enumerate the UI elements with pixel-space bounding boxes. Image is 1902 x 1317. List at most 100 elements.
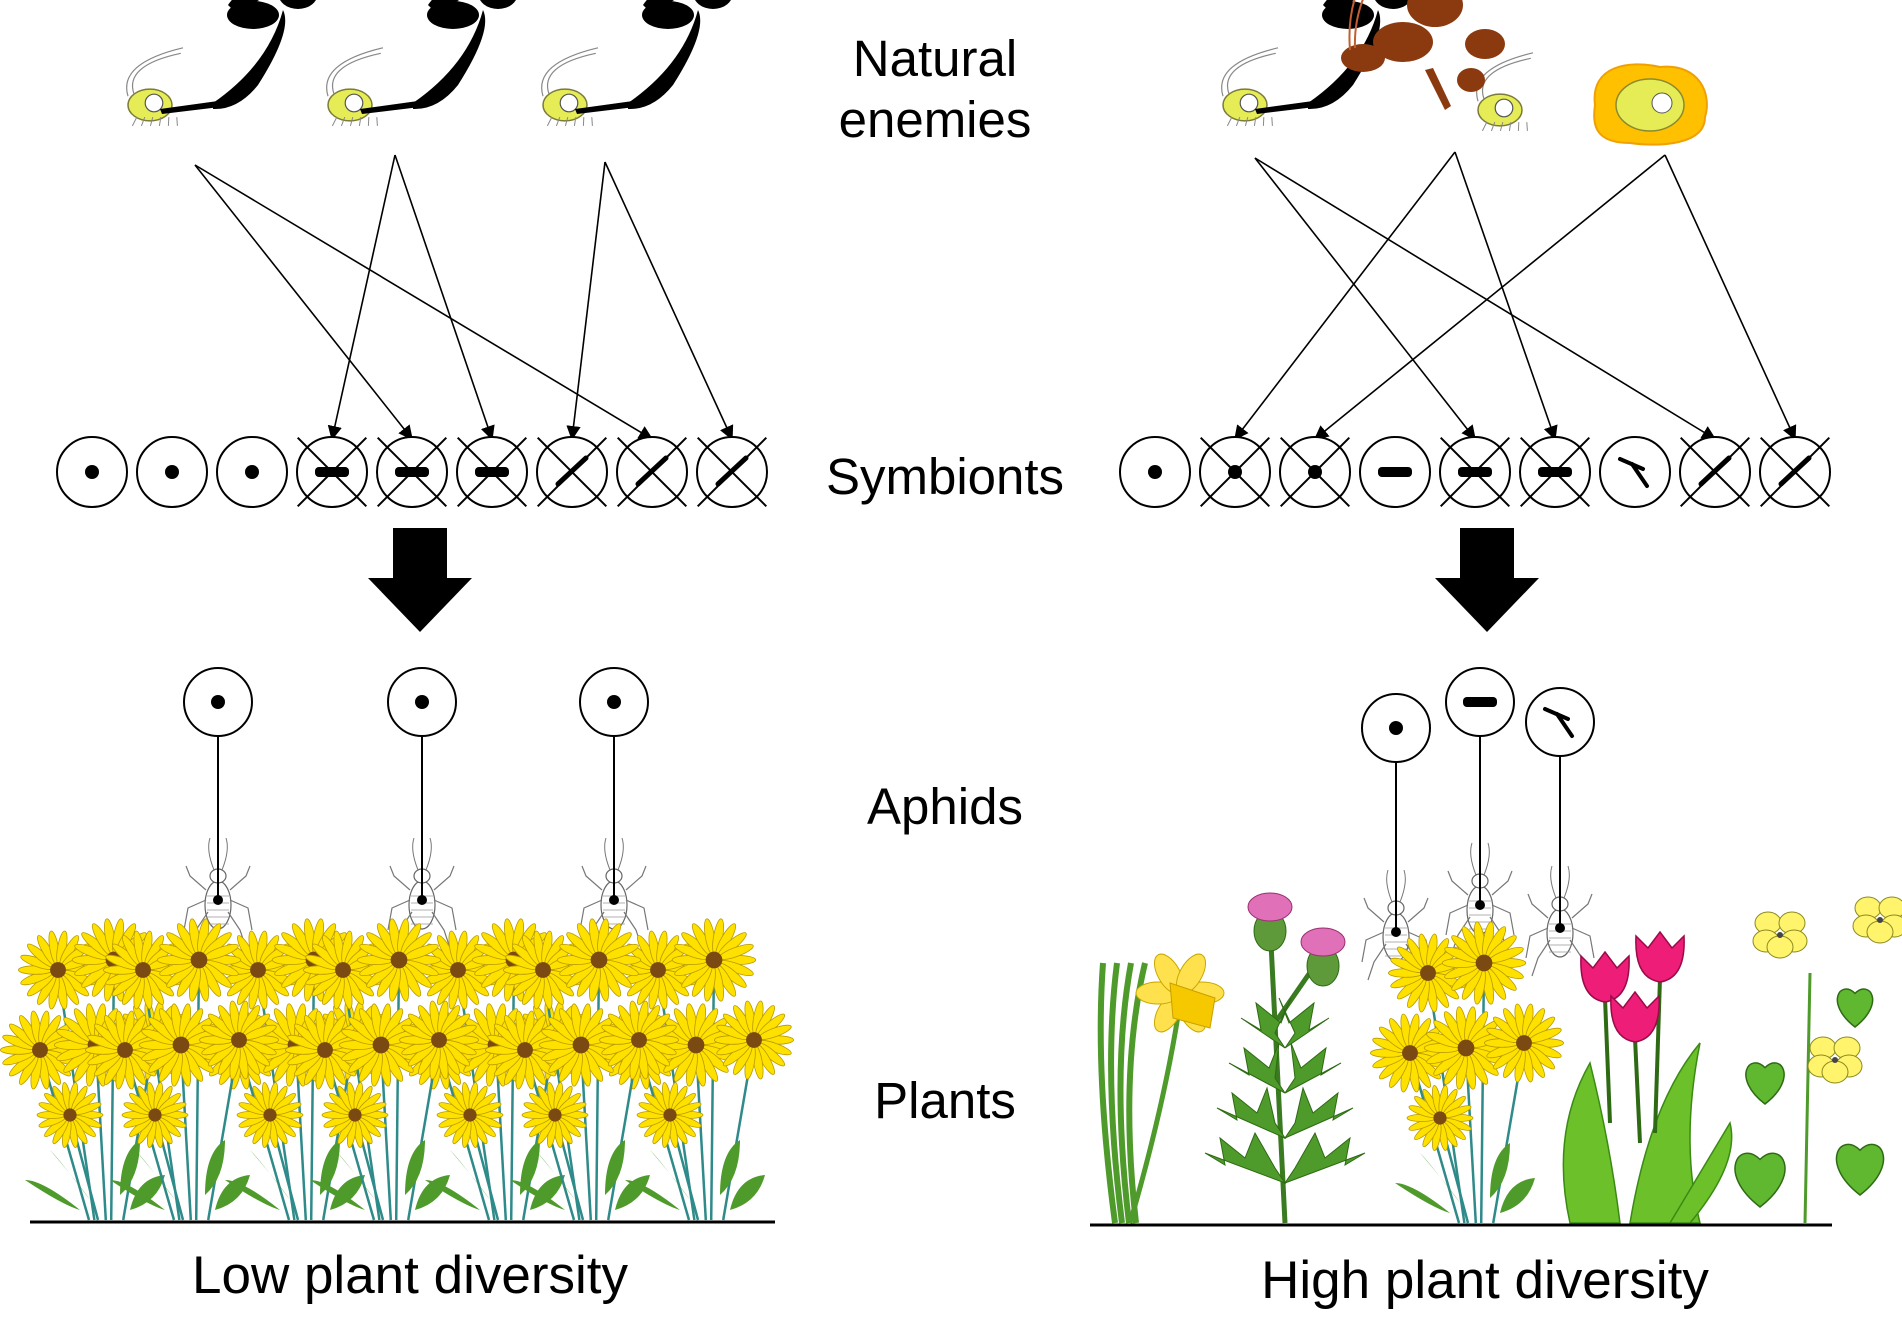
daisy-leaf xyxy=(215,1175,250,1210)
aphid-host-leg xyxy=(131,116,138,127)
aphid-leg xyxy=(1407,897,1429,923)
aphid-leg xyxy=(1571,893,1593,919)
tulip-flower xyxy=(1610,990,1660,1043)
wasp-wing xyxy=(1323,0,1355,15)
high-diversity-symbionts xyxy=(1119,436,1831,508)
daisy-center xyxy=(390,951,408,969)
tulip-stem xyxy=(1603,997,1612,1124)
symbiont-dot xyxy=(1119,436,1191,508)
daisy-center xyxy=(548,1108,562,1122)
high-diversity-aphids xyxy=(1361,667,1595,981)
symbiont-cross xyxy=(536,436,608,508)
aphid-symbiont-circle xyxy=(1525,687,1595,757)
daisy-leaf xyxy=(1500,1178,1535,1213)
daisy-stem xyxy=(109,959,116,1221)
daisy-leaf xyxy=(615,1175,650,1210)
aphid-host-leg xyxy=(1235,116,1241,127)
aphid-host-leg xyxy=(591,117,593,126)
aphid-host-leg xyxy=(1226,116,1233,127)
wasp-wing xyxy=(228,0,260,15)
daisy-leaf xyxy=(510,1180,565,1210)
thistle-flower xyxy=(1247,892,1293,922)
tulip-flower xyxy=(1580,950,1630,1003)
symbiont-dot-mark xyxy=(607,695,621,709)
wasp-wing xyxy=(643,0,675,15)
daisy-center xyxy=(650,962,666,978)
attack-arrow xyxy=(1254,157,1476,441)
aphid-host-leg xyxy=(340,116,346,127)
aphid-antenna xyxy=(412,837,419,871)
daisy-center xyxy=(190,951,208,969)
aphid-host-leg xyxy=(1526,122,1528,131)
attack-arrow xyxy=(1254,157,1717,440)
attack-arrow xyxy=(1664,154,1797,441)
aphid-host-leg xyxy=(376,117,378,126)
aphid-symbiont-anchor xyxy=(609,895,619,905)
aphid-symbiont-anchor xyxy=(417,895,427,905)
daisy-stem xyxy=(709,959,716,1221)
aphid-leg xyxy=(433,865,455,891)
aphid-with-tee-symbiont xyxy=(1525,687,1595,977)
symbiont-dot-mark xyxy=(85,465,99,479)
daisy-leaf xyxy=(605,1140,625,1195)
aphid-host-leg xyxy=(331,116,338,127)
daisy-leaf xyxy=(1490,1143,1510,1198)
violet-petal xyxy=(1821,1060,1849,1084)
natural-enemies-label: Natural enemies xyxy=(805,28,1065,150)
plants-label: Plants xyxy=(874,1072,1016,1129)
natural-enemies xyxy=(126,0,1708,146)
daisy-leaf xyxy=(110,1180,165,1210)
wasp-head xyxy=(280,0,316,9)
attack-arrow xyxy=(194,164,413,441)
daisy-center xyxy=(231,1032,247,1048)
symbiont-circle xyxy=(1599,436,1671,508)
daisy-center xyxy=(572,1036,590,1054)
aphid-leg xyxy=(1527,893,1549,919)
violet-flower xyxy=(1807,1036,1863,1084)
tulip-flower xyxy=(1635,930,1685,983)
tulip-leaf xyxy=(1629,1042,1701,1224)
daisy-stem xyxy=(309,959,316,1221)
violet-leaf xyxy=(1835,1143,1885,1196)
attack-arrow xyxy=(1313,154,1666,440)
daisy-stem xyxy=(194,959,201,1221)
low-diversity-attack-arrows xyxy=(194,154,734,441)
symbiont-dot xyxy=(56,436,128,508)
aphid-symbiont-anchor xyxy=(1391,927,1401,937)
symbiont-slash-killed xyxy=(1679,436,1751,508)
thistle-plant xyxy=(1204,892,1366,1224)
wasp-head xyxy=(1465,29,1505,59)
daisy-center xyxy=(335,962,351,978)
symbiont-dot-mark xyxy=(1148,465,1162,479)
aphid-host-leg xyxy=(1481,121,1488,132)
attack-arrow xyxy=(1454,151,1558,441)
aphid-symbiont-anchor xyxy=(1475,900,1485,910)
wasp-abdomen xyxy=(413,10,486,110)
daisy-center xyxy=(1433,1111,1447,1125)
aphid-host-antenna xyxy=(1476,52,1534,102)
symbiont-cross xyxy=(1519,436,1591,508)
aphid-host-leg xyxy=(1244,116,1249,127)
aphid-antenna xyxy=(604,837,611,871)
violet-petal xyxy=(1766,935,1794,959)
symbiont-cross xyxy=(1679,436,1751,508)
symbiont-tee-stem xyxy=(1630,462,1649,488)
aphid-leg xyxy=(581,865,603,891)
daisy-leaf xyxy=(130,1175,165,1210)
aphid-leg xyxy=(1447,870,1469,896)
daisy-center xyxy=(1420,965,1436,981)
daisy-leaf xyxy=(1395,1183,1450,1213)
symbiont-dot-mark xyxy=(211,695,225,709)
aphid-host-antenna xyxy=(326,47,384,97)
attack-arrow xyxy=(194,164,654,440)
wasp-ovipositor xyxy=(360,101,420,114)
symbiont-slash-killed xyxy=(696,436,768,508)
daisy-leaf xyxy=(205,1140,225,1195)
aphid-antenna xyxy=(1563,865,1570,899)
aphid-leg xyxy=(1445,904,1469,936)
wasp-antenna xyxy=(1348,0,1356,51)
wasp-thorax xyxy=(1341,44,1385,72)
symbiont-slash-killed xyxy=(536,436,608,508)
daisy-leaf xyxy=(25,1180,80,1210)
